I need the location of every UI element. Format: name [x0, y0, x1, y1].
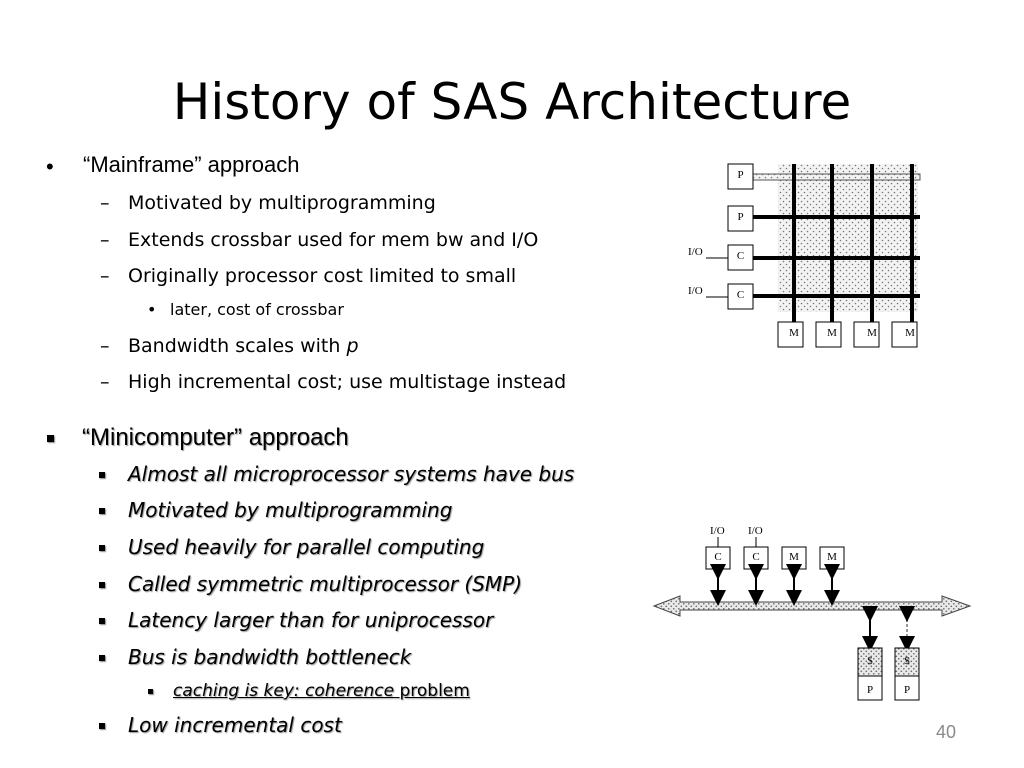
memory-label: M: [905, 327, 915, 339]
mainframe-item: Bandwidth scales with p: [128, 335, 359, 357]
variable-p: p: [346, 335, 359, 357]
dash-bullet: –: [100, 335, 110, 357]
io-label: I/O: [688, 246, 703, 258]
minicomputer-item: Almost all microprocessor systems have b…: [128, 462, 575, 486]
square-bullet: [99, 618, 105, 624]
shared-bus: [652, 595, 972, 617]
mainframe-item: High incremental cost; use multistage in…: [128, 371, 567, 393]
memory-label: M: [789, 551, 799, 563]
controller-label: C: [737, 250, 744, 262]
square-bullet: [47, 435, 54, 442]
dash-bullet: –: [100, 229, 110, 251]
square-bullet: [99, 655, 105, 661]
minicomputer-item: Used heavily for parallel computing: [128, 535, 485, 559]
mainframe-item: Extends crossbar used for mem bw and I/O: [128, 229, 539, 251]
io-label: I/O: [710, 525, 725, 537]
processor-label: P: [867, 684, 873, 696]
square-bullet: [99, 582, 105, 588]
memory-label: M: [789, 327, 799, 339]
crossbar-diagram: P P C C I/O I/O M M M M: [688, 163, 921, 348]
io-label: I/O: [748, 525, 763, 537]
minicomputer-item: Bus is bandwidth bottleneck: [128, 645, 412, 669]
io-label: I/O: [688, 285, 703, 297]
processor-label: P: [737, 169, 743, 181]
cache-label: $: [867, 655, 873, 667]
cache-label: $: [904, 655, 910, 667]
minicomputer-item: Motivated by multiprogramming: [128, 498, 453, 522]
square-bullet: [99, 723, 105, 729]
minicomputer-item: Low incremental cost: [128, 713, 342, 737]
mainframe-item: Motivated by multiprogramming: [128, 192, 436, 214]
controller-label: C: [752, 551, 759, 563]
square-bullet: [148, 689, 153, 694]
square-bullet: [99, 545, 105, 551]
memory-label: M: [867, 327, 877, 339]
crossbar-grid: [778, 164, 918, 312]
bullet-dot: •: [147, 300, 157, 319]
processor-label: P: [904, 684, 910, 696]
minicomputer-item: Called symmetric multiprocessor (SMP): [128, 572, 523, 596]
square-bullet: [99, 508, 105, 514]
controller-label: C: [714, 551, 721, 563]
controller-label: C: [737, 289, 744, 301]
memory-label: M: [827, 551, 837, 563]
bullet-dot: •: [46, 154, 54, 179]
mainframe-item: Originally processor cost limited to sma…: [128, 265, 517, 287]
dash-bullet: –: [100, 371, 110, 393]
memory-label: M: [827, 327, 837, 339]
square-bullet: [99, 472, 105, 478]
mainframe-heading: “Mainframe” approach: [83, 152, 300, 177]
dash-bullet: –: [100, 265, 110, 287]
minicomputer-subitem: caching is key: coherence problem: [173, 681, 470, 701]
mainframe-subitem: later, cost of crossbar: [170, 300, 344, 319]
bus-diagram: I/O I/O C C M M $ P $ P: [652, 525, 972, 701]
dash-bullet: –: [100, 192, 110, 214]
slide-title: History of SAS Architecture: [172, 73, 852, 131]
minicomputer-heading: “Minicomputer” approach: [82, 424, 349, 451]
processor-label: P: [737, 211, 743, 223]
minicomputer-item: Latency larger than for uniprocessor: [128, 608, 494, 632]
page-number: 40: [936, 722, 957, 742]
